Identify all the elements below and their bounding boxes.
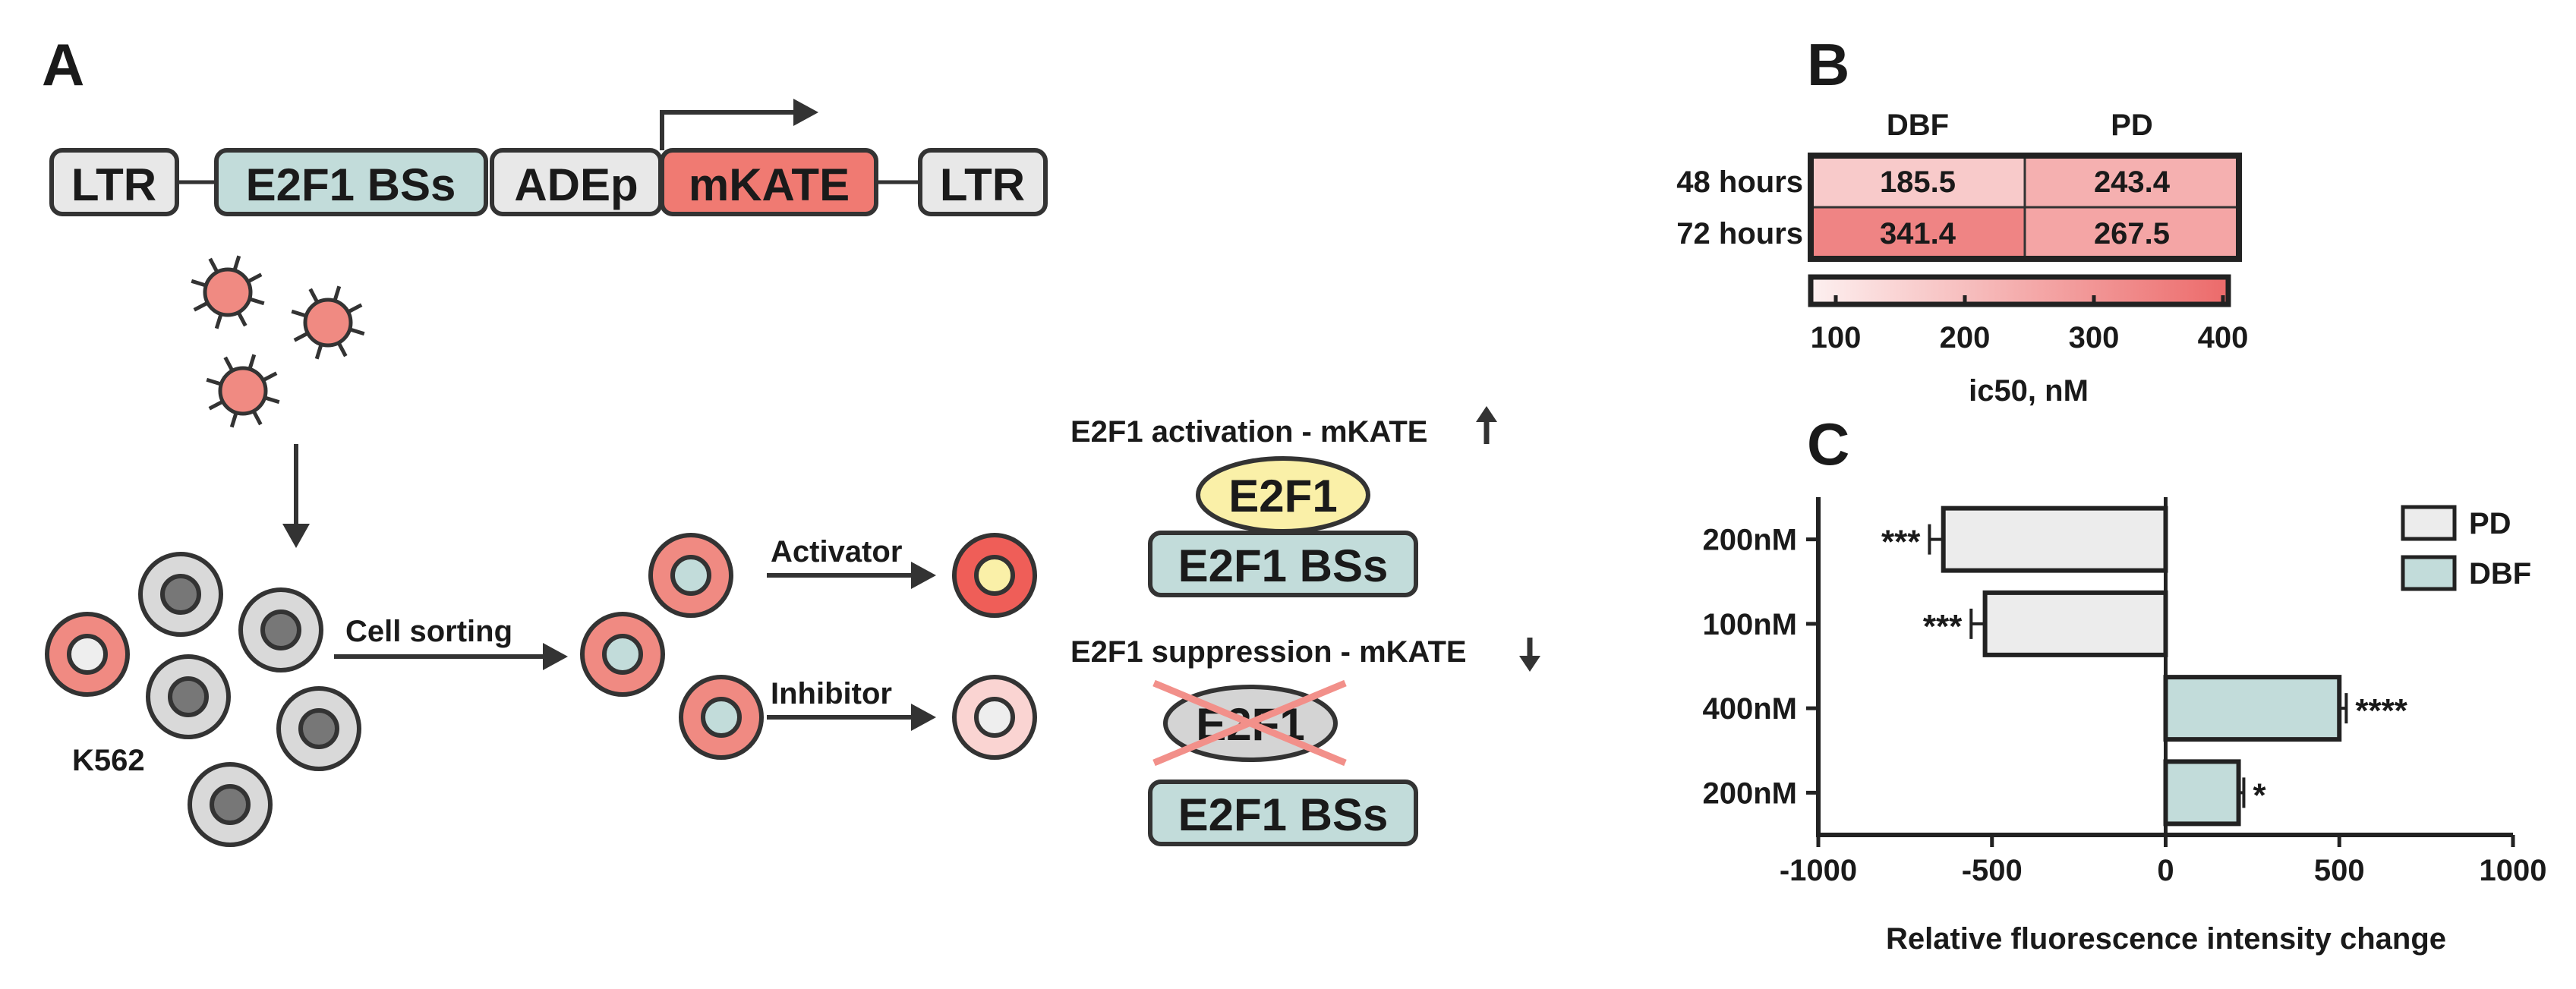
colorbar-tick-label: 400 bbox=[2198, 321, 2249, 354]
chart-x-tick-label: -500 bbox=[1962, 854, 2023, 887]
panel-label-c: C bbox=[1807, 411, 1849, 477]
binding-sites-label: E2F1 BSs bbox=[246, 159, 456, 210]
lentivirus-particles bbox=[191, 255, 365, 428]
sorted-cells bbox=[580, 533, 1037, 760]
arrow-down-icon bbox=[1519, 638, 1540, 672]
sorting-label: Cell sorting bbox=[345, 615, 512, 648]
chart-bar bbox=[2163, 759, 2241, 827]
chart-x-tick-label: -1000 bbox=[1780, 854, 1857, 887]
chart-x-tick-label: 500 bbox=[2314, 854, 2365, 887]
mechanism-suppression: E2F1 suppression - mKATE E2F1 E2F1 BSs bbox=[1070, 635, 1540, 846]
virus-particle bbox=[291, 285, 365, 360]
chart-bar bbox=[2163, 675, 2342, 742]
transcription-start-arrow bbox=[660, 110, 797, 150]
chart-y-tick-label: 200nM bbox=[1703, 776, 1798, 810]
inhibitor-arrow bbox=[767, 704, 936, 731]
chart-bar bbox=[1941, 506, 2168, 573]
sorted-cell bbox=[580, 612, 665, 697]
chart-y-tick-label: 400nM bbox=[1703, 692, 1798, 726]
virus-particle bbox=[206, 354, 280, 428]
colorbar-tick-label: 200 bbox=[1940, 321, 1991, 354]
activated-cell bbox=[952, 533, 1037, 618]
promoter-label: ADEp bbox=[514, 159, 638, 210]
chart-y-tick-label: 100nM bbox=[1703, 608, 1798, 641]
reporter-box bbox=[660, 148, 878, 216]
ltr-left-label: LTR bbox=[71, 159, 156, 210]
heatmap-colorbar bbox=[1808, 274, 2231, 307]
reporter-label: mKATE bbox=[689, 159, 850, 210]
activation-text: E2F1 activation - mKATE bbox=[1070, 415, 1427, 449]
activator-label: Activator bbox=[771, 535, 902, 569]
panel-label-a: A bbox=[42, 31, 84, 98]
sorting-arrow bbox=[334, 643, 568, 670]
heatmap-cell-value: 267.5 bbox=[2094, 217, 2170, 250]
heatmap-column-label: DBF bbox=[1887, 109, 1949, 142]
chart-xlabel: Relative fluorescence intensity change bbox=[1886, 922, 2446, 956]
sorted-cell bbox=[648, 533, 733, 618]
heatmap-border bbox=[1808, 153, 2242, 262]
heatmap-cell-value: 341.4 bbox=[1880, 217, 1956, 250]
unreporter-cell bbox=[188, 762, 273, 847]
legend-label: DBF bbox=[2469, 557, 2531, 591]
legend-label: PD bbox=[2469, 507, 2511, 540]
inhibited-cell bbox=[952, 675, 1037, 760]
sites-label-top: E2F1 BSs bbox=[1178, 540, 1389, 591]
sites-box-bottom bbox=[1148, 780, 1418, 846]
heatmap-scale-label: ic50, nM bbox=[1969, 374, 2089, 408]
factor-bound-label: E2F1 bbox=[1228, 471, 1337, 521]
ltr-right-label: LTR bbox=[940, 159, 1025, 210]
heatmap: DBF PD 48 hours 185.5 243.4 72 hours 341.4 267.… bbox=[1676, 109, 2248, 354]
inhibitor-label: Inhibitor bbox=[771, 677, 892, 710]
heatmap-cell bbox=[2023, 154, 2240, 209]
unreporter-cell bbox=[146, 654, 231, 739]
chart-y-tick-label: 200nM bbox=[1703, 524, 1798, 557]
chart-x-tick-label: 1000 bbox=[2480, 854, 2547, 887]
unreporter-cell bbox=[238, 587, 323, 672]
heatmap-column-label: PD bbox=[2111, 109, 2153, 142]
cell-line-label: K562 bbox=[72, 744, 145, 777]
construct: LTR E2F1 BSs ADEp mKATE LTR bbox=[49, 99, 1048, 216]
ltr-left-box bbox=[49, 148, 179, 216]
sites-box-top bbox=[1148, 531, 1418, 597]
heatmap-row-label: 48 hours bbox=[1676, 165, 1803, 199]
virus-particle bbox=[191, 255, 265, 329]
legend-swatch bbox=[2401, 555, 2457, 591]
panel-label-b: B bbox=[1807, 31, 1849, 98]
activator-arrow bbox=[767, 562, 936, 589]
sorted-cell bbox=[679, 675, 764, 760]
colorbar-tick-label: 300 bbox=[2069, 321, 2120, 354]
cross-icon bbox=[1152, 679, 1347, 767]
mechanism-activation: E2F1 activation - mKATE E2F1 E2F1 BSs bbox=[1070, 406, 1497, 597]
sites-label-bottom: E2F1 BSs bbox=[1178, 789, 1389, 840]
suppression-text: E2F1 suppression - mKATE bbox=[1070, 635, 1467, 669]
ltr-right-box bbox=[918, 148, 1048, 216]
arrow-up-icon bbox=[1476, 406, 1497, 444]
cell-population bbox=[45, 552, 361, 847]
unreporter-cell bbox=[276, 686, 361, 771]
chart-significance-label: * bbox=[2253, 776, 2266, 814]
chart-significance-label: **** bbox=[2355, 692, 2407, 729]
chart-significance-label: *** bbox=[1923, 608, 1963, 645]
heatmap-cell-value: 185.5 bbox=[1880, 165, 1956, 199]
chart-x-tick-label: 0 bbox=[2157, 854, 2174, 887]
reporter-cell bbox=[45, 612, 130, 697]
down-arrow bbox=[282, 444, 310, 548]
legend-swatch bbox=[2401, 505, 2457, 541]
chart-bar bbox=[1982, 590, 2168, 657]
binding-sites-box bbox=[214, 148, 488, 216]
colorbar-tick-label: 100 bbox=[1811, 321, 1862, 354]
unreporter-cell bbox=[138, 552, 223, 637]
heatmap-row-label: 72 hours bbox=[1676, 217, 1803, 250]
chart-significance-label: *** bbox=[1881, 524, 1921, 561]
heatmap-cell-value: 243.4 bbox=[2094, 165, 2171, 199]
